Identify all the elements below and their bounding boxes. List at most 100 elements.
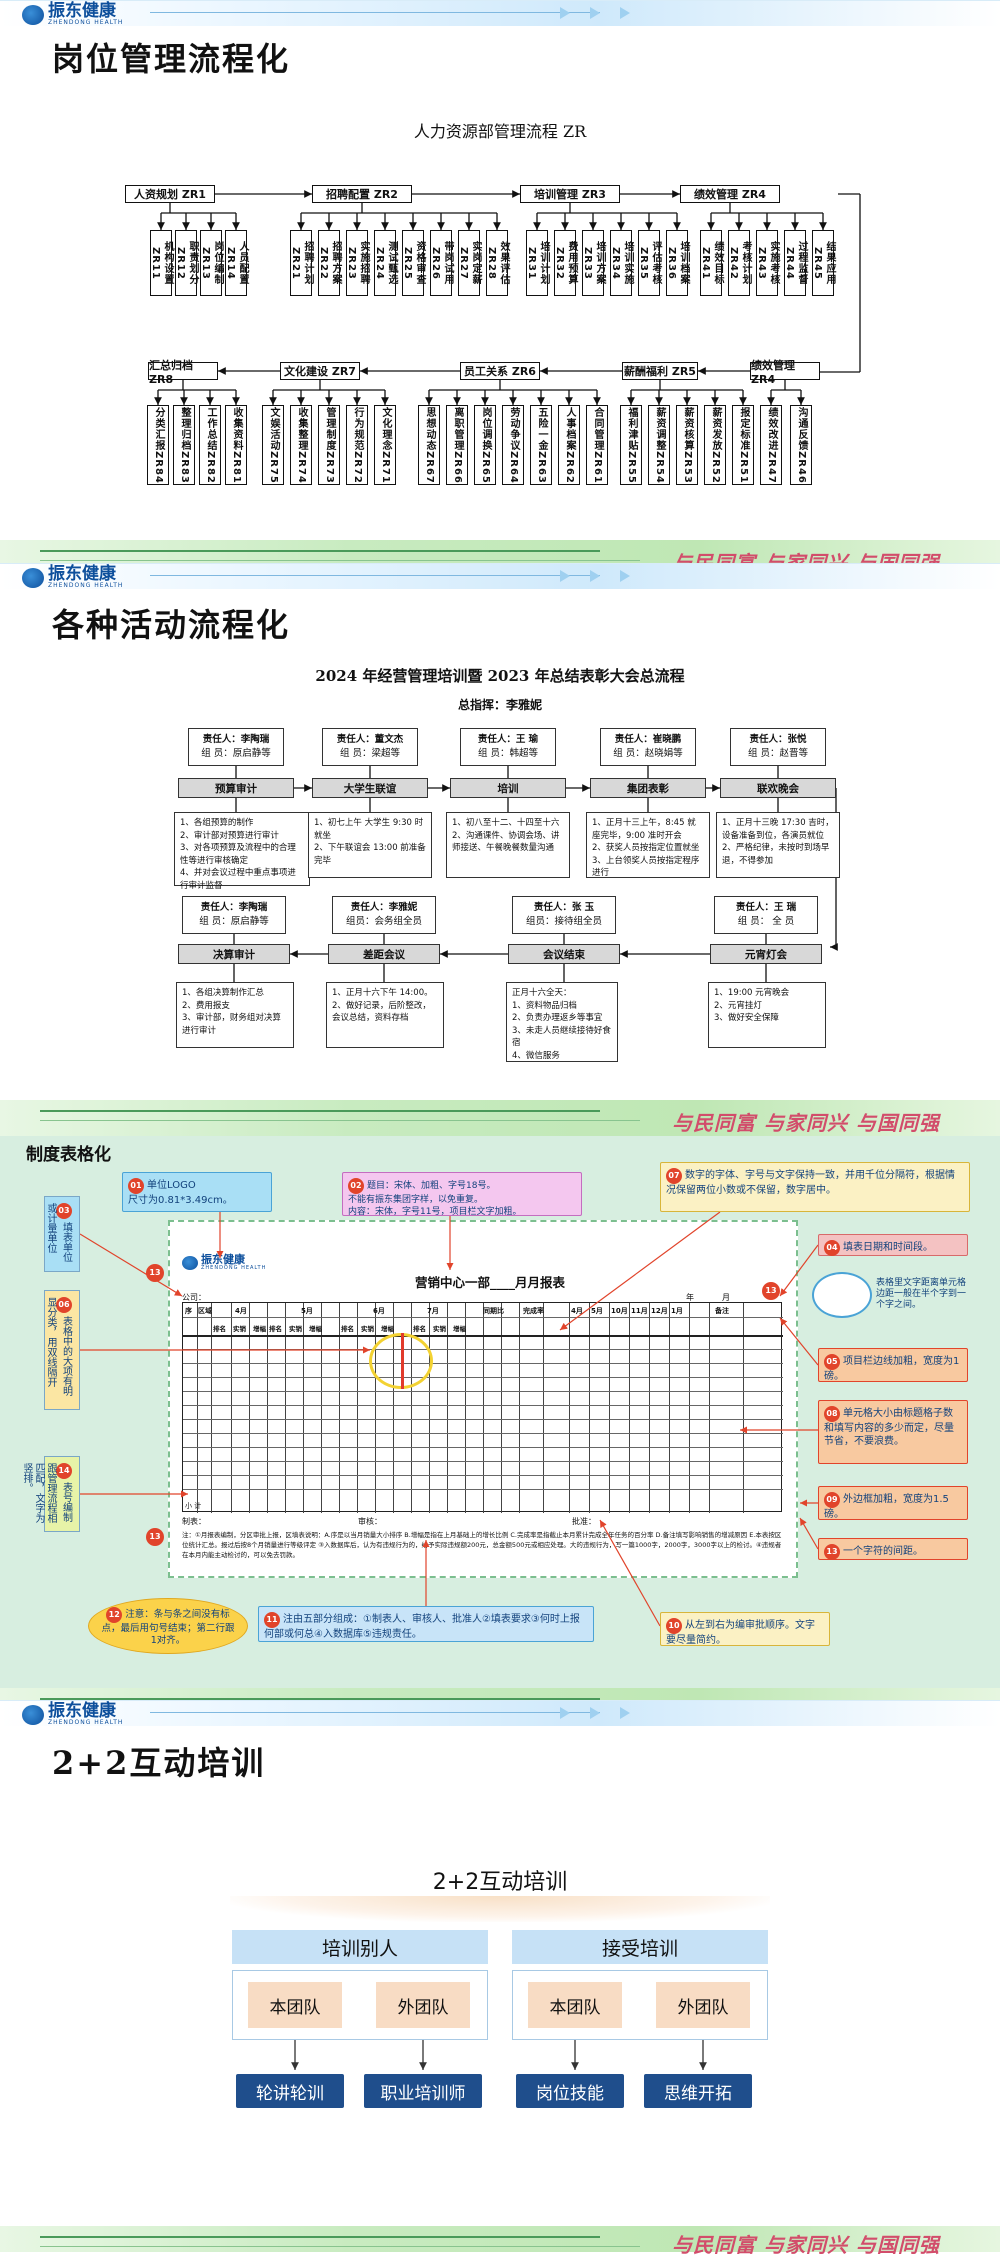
process-head-4: 绩效管理 ZR4 <box>680 185 780 203</box>
detail-line: 2、沟通课件、协调会场、讲师接送、午餐晚餐数量沟通 <box>452 830 560 854</box>
detail-line: 1、初七上午 大学生 9:30 时就坐 <box>314 818 424 841</box>
owner-name: 责任人：王 瑞 <box>735 902 797 913</box>
process-step: 招聘计划ZR21 <box>290 230 313 296</box>
owner-name: 责任人：王 瑜 <box>477 734 539 745</box>
owner-members: 组 员： 全 员 <box>737 916 795 927</box>
detail-line: 1、19:00 元宵晚会 <box>714 988 790 998</box>
process-step: 培训计划ZR31 <box>526 230 549 296</box>
detail-line: 2、下午联谊会 13:00 前准备完毕 <box>314 843 426 866</box>
section-title-post-management: 岗位管理流程化 <box>52 40 291 78</box>
grid-col <box>211 1303 212 1513</box>
vertical-note: 06表格中的大项有明显分类，用双线隔开 <box>44 1290 80 1410</box>
table-header: 7月 <box>427 1307 439 1315</box>
note-number-badge: 01 <box>128 1178 144 1194</box>
grid-col <box>689 1303 690 1513</box>
process-step: 资格审查ZR25 <box>402 230 425 296</box>
double-line-marker <box>401 1333 404 1389</box>
grid-col <box>501 1303 502 1513</box>
stage-box: 大学生联谊 <box>312 778 428 798</box>
stage-owner-box: 责任人：崔晓鹏组 员：赵晓娟等 <box>600 728 696 766</box>
process-step: 沟通反馈ZR46 <box>790 405 812 485</box>
note-number-badge: 04 <box>824 1240 840 1256</box>
note-text: 填表单位或计量单位 <box>45 1203 72 1262</box>
owner-members: 组 员：原启静等 <box>199 916 269 927</box>
note-text: 从左到右为编审批顺序。文字要尽量简约。 <box>666 1620 815 1646</box>
stage-details: 1、初八至十二、十四至十六 2、沟通课件、协调会场、讲师接送、午餐晚餐数量沟通 <box>446 812 570 878</box>
note-number-badge: 05 <box>824 1354 840 1370</box>
note-text: 单元格大小由标题格子数和填写内容的多少而定，尽量节省，不要浪费。 <box>824 1408 954 1447</box>
process-step: 福利津贴ZR55 <box>620 405 642 485</box>
stage-box: 预算审计 <box>178 778 294 798</box>
grid-col <box>709 1303 710 1513</box>
note-text: 表号编制跟管理流程相匹配，文字为竖排。 <box>21 1463 72 1523</box>
grid-col <box>519 1303 520 1513</box>
note-number-badge: 06 <box>56 1297 72 1313</box>
owner-members: 组 员：赵晓娟等 <box>613 748 683 759</box>
table-header: 4月 <box>235 1307 247 1315</box>
note-text: 单位LOGO 尺寸为0.81*3.49cm。 <box>128 1180 233 1206</box>
stage-owner-box: 责任人：张 玉组员：接待组全员 <box>512 896 616 934</box>
process-step: 培训档案ZR36 <box>666 230 689 296</box>
owner-members: 组 员：赵晋等 <box>747 748 809 759</box>
table-header: 4月 <box>571 1307 583 1315</box>
grid-col <box>483 1303 484 1513</box>
grid-row <box>183 1349 783 1350</box>
report-year-label: 年 <box>686 1293 694 1302</box>
report-company-label: 公司： <box>182 1293 206 1302</box>
owner-name: 责任人：崔晓鹏 <box>614 734 682 745</box>
note-number-badge: 08 <box>824 1406 840 1422</box>
process-step: 思想动态ZR67 <box>418 405 440 485</box>
table-header: 10月 <box>611 1307 628 1315</box>
process-step: 离职管理ZR66 <box>446 405 468 485</box>
process-step: 五险一金ZR63 <box>530 405 552 485</box>
process-step: 机构设置ZR11 <box>150 230 173 296</box>
detail-line: 2、费用报支 <box>182 1000 230 1011</box>
process-step: 薪资核算ZR53 <box>676 405 698 485</box>
process-head-3: 培训管理 ZR3 <box>520 185 620 203</box>
note-number-badge: 14 <box>56 1463 72 1479</box>
process-step: 薪资调整ZR54 <box>648 405 670 485</box>
note-text: 注由五部分组成：①制表人、审核人、批准人②填表要求③何时上报何部或何总④入数据库… <box>264 1614 580 1640</box>
process-step: 收集资料ZR81 <box>225 405 247 485</box>
process-step: 行为规范ZR72 <box>346 405 368 485</box>
table-subheader: 增幅 <box>253 1325 266 1333</box>
detail-line: 1、正月十三上午，8:45 就座完毕，9:00 准时开会 <box>592 818 696 841</box>
grid-row <box>183 1391 783 1392</box>
grid-col <box>357 1303 358 1513</box>
note-cell-padding: 表格里文字距离单元格边距一般在半个字到一个字之间。 <box>876 1278 967 1310</box>
table-subheader: 实销 <box>233 1325 246 1333</box>
reviewer-label: 审核： <box>358 1517 382 1526</box>
grid-row <box>183 1377 783 1378</box>
grid-col <box>339 1303 340 1513</box>
footer-band-4: 与民同富 与家同兴 与国同强 <box>0 2226 1000 2257</box>
logo-icon <box>22 1704 44 1725</box>
grid-col <box>609 1303 610 1513</box>
pointer-line <box>779 1244 819 1297</box>
annotation-pointers <box>79 1211 819 1627</box>
detail-line: 1、初八至十二、十四至十六 <box>452 818 560 828</box>
process-step: 培训实施ZR34 <box>610 230 633 296</box>
note-number-badge: 13 <box>824 1544 840 1560</box>
training-group-header: 接受培训 <box>512 1930 768 1964</box>
process-step: 劳动争议ZR64 <box>502 405 524 485</box>
process-step: 岗位编制ZR13 <box>200 230 223 296</box>
pointer-line <box>799 1517 819 1550</box>
process-step: 效果评估ZR28 <box>486 230 509 296</box>
process-step: 带岗试用ZR26 <box>430 230 453 296</box>
logo-subtext: ZHENDONG HEALTH <box>48 582 124 589</box>
footer-slogan: 与民同富 与家同兴 与国同强 <box>672 1111 940 1135</box>
grid-col <box>231 1303 232 1513</box>
detail-line: 4、微信服务 <box>512 1050 560 1061</box>
note-text: 填表日期和时间段。 <box>843 1242 933 1253</box>
grid-col <box>743 1303 744 1513</box>
table-header: 完成率 <box>523 1307 544 1315</box>
table-header: 备注 <box>715 1307 729 1315</box>
